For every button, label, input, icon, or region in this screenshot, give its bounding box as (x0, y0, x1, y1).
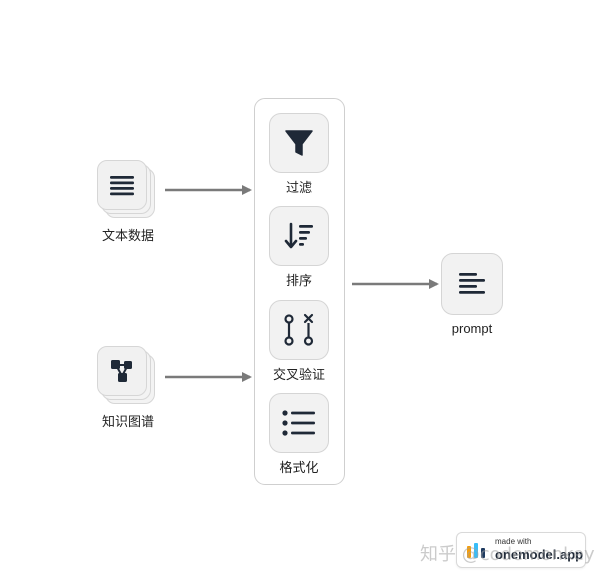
cross-validation-operation[interactable] (269, 300, 329, 360)
sort-descending-icon (284, 222, 313, 249)
knowledge-graph-node[interactable] (97, 346, 155, 404)
prompt-label: prompt (451, 321, 493, 336)
text-data-label: 文本数据 (101, 229, 154, 244)
format-label: 格式化 (279, 461, 319, 476)
align-justify-icon (110, 176, 134, 196)
badge-small-text: made with (495, 537, 532, 546)
made-with-badge[interactable]: made with onemodel.app (456, 532, 586, 568)
bullet-list-icon (282, 410, 315, 436)
cross-validation-label: 交叉验证 (272, 368, 325, 383)
prompt-node[interactable] (441, 253, 503, 315)
graph-nodes-icon (111, 360, 132, 382)
knowledge-graph-label: 知识图谱 (101, 415, 154, 430)
filter-operation[interactable] (269, 113, 329, 173)
text-data-node[interactable] (97, 160, 155, 218)
onemodel-logo-icon (467, 543, 485, 558)
sort-operation[interactable] (269, 206, 329, 266)
align-left-icon (459, 273, 485, 294)
filter-label: 过滤 (285, 181, 312, 196)
stack-layer-front (97, 160, 147, 210)
badge-brand-text: onemodel.app (495, 547, 584, 562)
format-operation[interactable] (269, 393, 329, 453)
stack-layer-front (97, 346, 147, 396)
sort-label: 排序 (285, 274, 312, 289)
filter-funnel-icon (285, 130, 313, 156)
cross-validate-icon (284, 313, 314, 346)
